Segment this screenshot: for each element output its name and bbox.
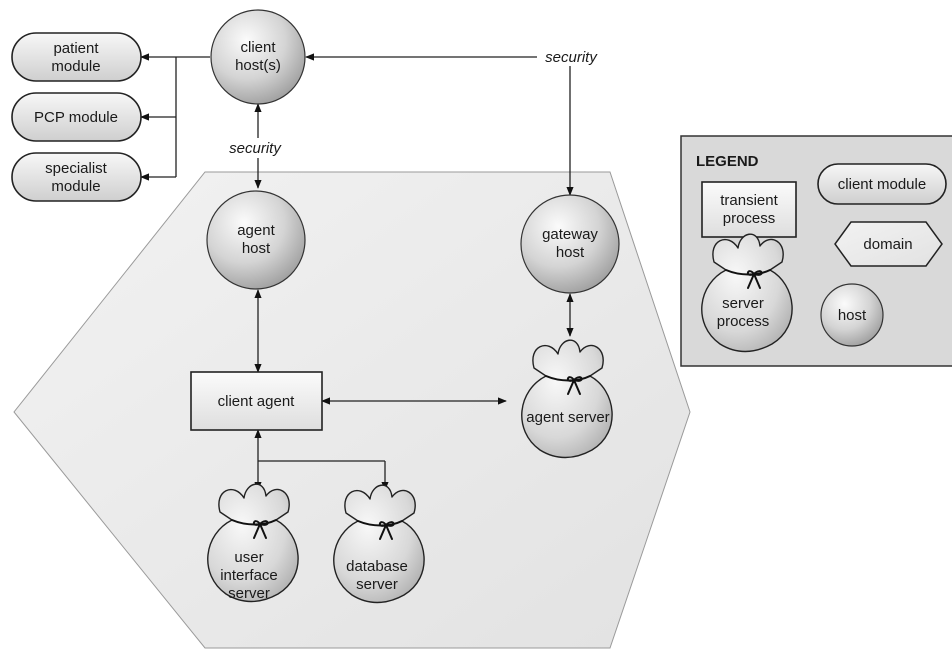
svg-text:host: host [556,244,585,261]
svg-text:server: server [356,576,398,593]
database-server[interactable]: database server [332,484,426,604]
security-label-vertical: security [229,140,282,157]
svg-text:specialist: specialist [45,160,108,177]
svg-text:module: module [51,178,100,195]
legend-server-process: server process [700,233,794,353]
gateway-host[interactable]: gateway host [520,194,620,294]
legend-domain: domain [834,221,943,267]
legend: LEGEND transient process client module d… [680,135,952,367]
svg-text:interface: interface [220,567,278,584]
svg-text:patient: patient [53,40,99,57]
svg-text:process: process [717,313,770,330]
svg-text:server: server [228,585,270,602]
patient-module[interactable]: patient module [11,32,142,82]
svg-text:PCP module: PCP module [34,109,118,126]
svg-text:domain: domain [863,236,912,253]
svg-text:client module: client module [838,176,926,193]
security-label-horizontal: security [545,49,598,66]
svg-text:agent: agent [237,222,275,239]
legend-client-module: client module [817,163,947,205]
pcp-module[interactable]: PCP module [11,92,142,142]
legend-title: LEGEND [696,153,759,170]
svg-text:client: client [240,39,276,56]
user-interface-server[interactable]: user interface server [206,483,300,603]
svg-text:database: database [346,558,408,575]
svg-text:client agent: client agent [218,393,296,410]
svg-text:transient: transient [720,192,778,209]
svg-text:server: server [722,295,764,312]
legend-host: host [820,283,884,347]
connectors [140,53,574,491]
legend-transient-process: transient process [701,181,797,238]
svg-text:host(s): host(s) [235,57,281,74]
svg-text:agent server: agent server [526,409,609,426]
agent-host[interactable]: agent host [206,190,306,290]
svg-text:host: host [838,307,867,324]
client-host[interactable]: client host(s) [210,9,306,105]
client-agent-process[interactable]: client agent [190,371,323,431]
specialist-module[interactable]: specialist module [11,152,142,202]
svg-text:gateway: gateway [542,226,598,243]
svg-text:module: module [51,58,100,75]
svg-text:host: host [242,240,271,257]
svg-text:user: user [234,549,263,566]
agent-server[interactable]: agent server [520,339,614,459]
svg-text:process: process [723,210,776,227]
domain-hexagon [13,171,691,649]
